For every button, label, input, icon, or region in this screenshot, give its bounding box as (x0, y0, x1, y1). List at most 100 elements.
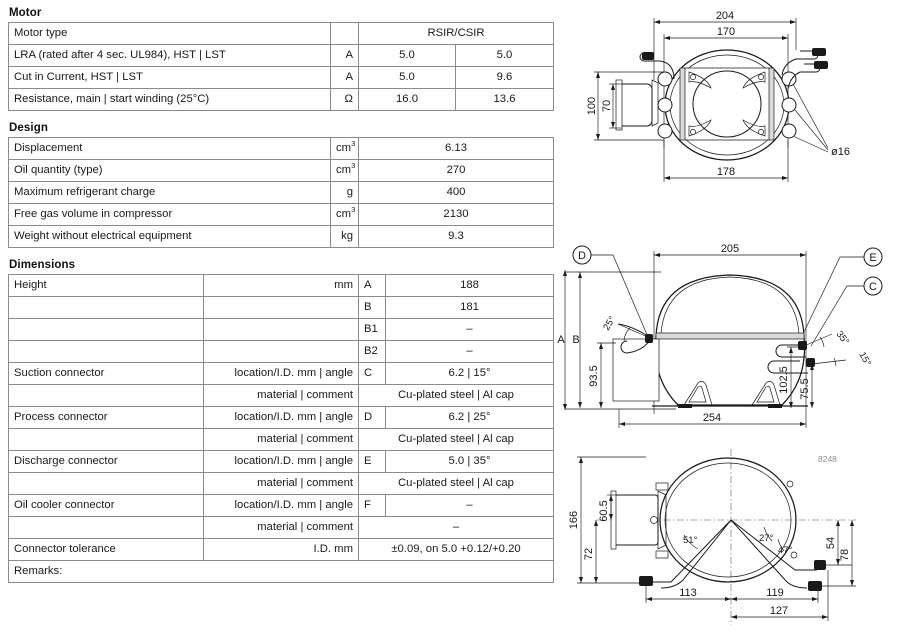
terminal-box-side (612, 338, 660, 402)
table-row: B2– (8, 340, 554, 363)
cap-suction-bottom (814, 560, 826, 570)
dims-row-letter: F (358, 494, 386, 517)
motor-row-value-1: 5.0 (358, 44, 456, 67)
dims-row-label (8, 472, 204, 495)
dims-row-label (8, 384, 204, 407)
design-row-value: 9.3 (358, 225, 554, 248)
dims-row-label: Connector tolerance (8, 538, 204, 561)
process-tube-arm (617, 323, 649, 337)
dims-row-unit: I.D. mm (203, 538, 359, 561)
foot-mount-right (768, 404, 782, 408)
discharge-tube (775, 344, 806, 358)
table-row: B1– (8, 318, 554, 341)
cap-discharge-bottom (808, 581, 822, 591)
dim-label-178: 178 (717, 166, 735, 178)
discharge-cap (798, 341, 807, 350)
dims-row-value: 6.2 | 25° (385, 406, 554, 429)
dimension-204: 204 (653, 10, 797, 80)
angle-label-25: 25° (601, 314, 618, 332)
dimension-119: 119 (731, 587, 819, 603)
dim-label-166: 166 (568, 511, 580, 529)
motor-row-label: Resistance, main | start winding (25°C) (8, 88, 331, 111)
grommet-hole-6 (781, 123, 797, 139)
dim-label-B: B (572, 334, 579, 346)
shell-dome (692, 70, 762, 138)
motor-row-unit: Ω (330, 88, 359, 111)
process-tube-cap (645, 334, 653, 343)
bolt-bl (690, 129, 696, 135)
diameter-callout: ø16 (792, 83, 850, 158)
dim-label-A: A (557, 334, 565, 346)
design-row-value: 6.13 (358, 137, 554, 160)
angle-arc-47 (777, 538, 785, 552)
dims-row-value: 5.0 | 35° (385, 450, 554, 473)
dims-row-label (8, 318, 204, 341)
motor-section: Motor Motor type RSIR/CSIR LRA (rated af… (8, 7, 554, 111)
dims-row-letter: B2 (358, 340, 386, 363)
motor-row-label: Cut in Current, HST | LST (8, 66, 331, 89)
dims-row-value: – (385, 340, 554, 363)
motor-heading: Motor (9, 7, 42, 19)
terminal-cover (651, 79, 659, 127)
dims-row-unit: mm (203, 274, 359, 297)
bracket-tl (688, 71, 712, 89)
rail-right (768, 67, 775, 141)
terminal-cover-bottom (657, 490, 667, 550)
dim-label-100: 100 (586, 97, 598, 115)
angle-label-15: 15° (856, 350, 873, 368)
angle-label-27: 27° (759, 533, 774, 544)
dims-row-letter: C (358, 362, 386, 385)
dimension-60-5: 60.5 (598, 494, 618, 522)
process-tube (620, 338, 652, 354)
angle-label-35: 35° (834, 329, 852, 347)
callout-label-E: E (869, 252, 876, 264)
dims-row-value: 181 (385, 296, 554, 319)
design-row-label: Displacement (8, 137, 331, 160)
unit-exponent: 3 (351, 161, 356, 171)
grommet-hole-2 (657, 97, 673, 113)
dims-row-unit: location/I.D. mm | angle (203, 406, 359, 429)
dimensions-heading: Dimensions (9, 259, 76, 271)
dims-row-unit: material | comment (203, 428, 359, 451)
tube-cap-right-2 (814, 61, 828, 69)
dims-row-unit: location/I.D. mm | angle (203, 494, 359, 517)
motor-row-label: Motor type (8, 22, 331, 45)
dims-row-unit: location/I.D. mm | angle (203, 362, 359, 385)
suction-cap (806, 358, 815, 367)
bracket-br (742, 119, 766, 137)
remarks-label: Remarks: (8, 560, 554, 583)
angle-label-51: 51° (683, 535, 698, 546)
motor-row-unit: A (330, 44, 359, 67)
dims-row-label: Oil cooler connector (8, 494, 204, 517)
dims-row-letter: B (358, 296, 386, 319)
dim-label-102-5: 102.5 (778, 366, 790, 394)
table-row: Cut in Current, HST | LST A 5.0 9.6 (8, 66, 554, 89)
design-row-label: Oil quantity (type) (8, 159, 331, 182)
design-heading: Design (9, 122, 48, 134)
terminal-pin (650, 516, 658, 524)
motor-row-label: LRA (rated after 4 sec. UL984), HST | LS… (8, 44, 331, 67)
dimension-54: 54 (824, 520, 852, 566)
table-row: material | comment– (8, 516, 554, 539)
suction-tube (767, 360, 808, 374)
tab-top-right (786, 480, 794, 488)
dims-row-unit: material | comment (203, 516, 359, 539)
specification-tables: Motor Motor type RSIR/CSIR LRA (rated af… (8, 0, 554, 583)
technical-drawings: 204 170 (556, 0, 900, 631)
motor-row-unit: A (330, 66, 359, 89)
motor-row-value-1: 5.0 (358, 66, 456, 89)
foot-right-inner (756, 385, 775, 403)
dim-label-75-5: 75.5 (799, 378, 811, 399)
dim-label-78: 78 (839, 549, 851, 561)
